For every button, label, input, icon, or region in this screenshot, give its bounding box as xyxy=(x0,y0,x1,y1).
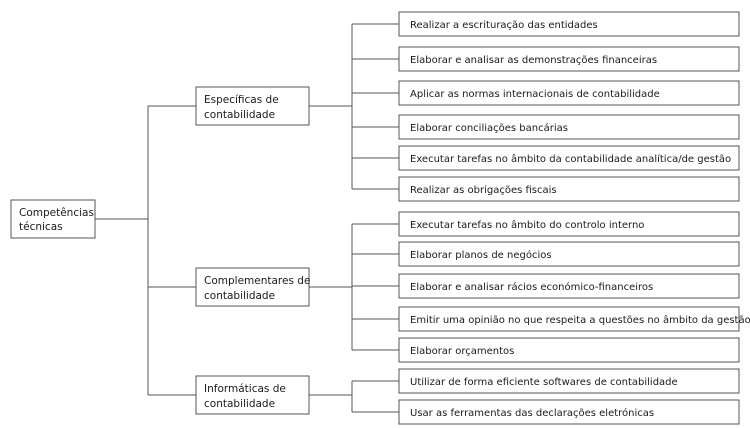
connector-lines xyxy=(95,23,399,413)
leaf-label: Executar tarefas no âmbito da contabilid… xyxy=(410,153,731,165)
leaf-item: Aplicar as normas internacionais de cont… xyxy=(398,80,740,106)
leaf-item: Elaborar conciliações bancárias xyxy=(398,114,740,140)
leaf-box xyxy=(398,211,740,237)
group-node-complementares: Complementares de contabilidade xyxy=(195,267,310,307)
leaf-item: Usar as ferramentas das declarações elet… xyxy=(398,399,740,425)
root-node: Competências técnicas xyxy=(10,199,96,239)
root-node-box xyxy=(10,199,96,239)
leaf-box xyxy=(398,306,740,332)
leaf-item: Elaborar orçamentos xyxy=(398,337,740,363)
group-node-especificas: Específicas de contabilidade xyxy=(195,86,310,126)
group-node-label-line-2: contabilidade xyxy=(204,290,275,302)
leaf-box xyxy=(398,114,740,140)
group-node-label-line-2: contabilidade xyxy=(204,398,275,410)
leaf-box xyxy=(398,80,740,106)
group-node-label-line-1: Específicas de xyxy=(204,94,279,106)
leaf-label: Elaborar conciliações bancárias xyxy=(410,122,568,134)
leaf-box xyxy=(398,399,740,425)
leaf-label: Elaborar e analisar as demonstrações fin… xyxy=(410,55,657,66)
leaf-label: Elaborar e analisar rácios económico-fin… xyxy=(410,281,653,293)
leaf-label: Elaborar planos de negócios xyxy=(410,249,552,261)
leaf-box xyxy=(398,368,740,394)
leaf-label: Realizar as obrigações fiscais xyxy=(410,185,557,196)
leaf-box xyxy=(398,337,740,363)
leaf-box xyxy=(398,46,740,72)
leaf-label: Executar tarefas no âmbito do controlo i… xyxy=(410,219,644,231)
root-node-label-line-2: técnicas xyxy=(19,221,63,233)
leaf-item: Elaborar e analisar as demonstrações fin… xyxy=(398,46,740,72)
leaf-item: Elaborar planos de negócios xyxy=(398,241,740,267)
leaf-label: Elaborar orçamentos xyxy=(410,346,514,357)
group-node-box xyxy=(195,375,310,415)
leaf-box xyxy=(398,241,740,267)
leaf-item: Elaborar e analisar rácios económico-fin… xyxy=(398,273,740,299)
leaf-item: Executar tarefas no âmbito do controlo i… xyxy=(398,211,740,237)
group-node-label-line-1: Complementares de xyxy=(204,275,310,287)
leaf-box xyxy=(398,145,740,171)
group-node-informaticas: Informáticas de contabilidade xyxy=(195,375,310,415)
leaf-label: Realizar a escrituração das entidades xyxy=(410,20,598,31)
leaf-box xyxy=(398,273,740,299)
leaf-label: Aplicar as normas internacionais de cont… xyxy=(410,89,660,100)
leaf-item: Realizar a escrituração das entidades xyxy=(398,11,740,37)
leaf-item: Utilizar de forma eficiente softwares de… xyxy=(398,368,740,394)
leaf-item: Emitir uma opinião no que respeita a que… xyxy=(398,306,750,332)
group-node-label-line-2: contabilidade xyxy=(204,109,275,121)
leaf-label: Usar as ferramentas das declarações elet… xyxy=(410,407,654,419)
leaf-item: Executar tarefas no âmbito da contabilid… xyxy=(398,145,740,171)
leaf-box xyxy=(398,11,740,37)
leaf-item: Realizar as obrigações fiscais xyxy=(398,176,740,202)
group-node-box xyxy=(195,267,310,307)
group-node-box xyxy=(195,86,310,126)
leaf-box xyxy=(398,176,740,202)
leaf-label: Utilizar de forma eficiente softwares de… xyxy=(410,377,678,388)
root-node-label-line-1: Competências xyxy=(19,207,94,219)
leaf-label: Emitir uma opinião no que respeita a que… xyxy=(410,314,750,326)
group-node-label-line-1: Informáticas de xyxy=(204,383,286,395)
